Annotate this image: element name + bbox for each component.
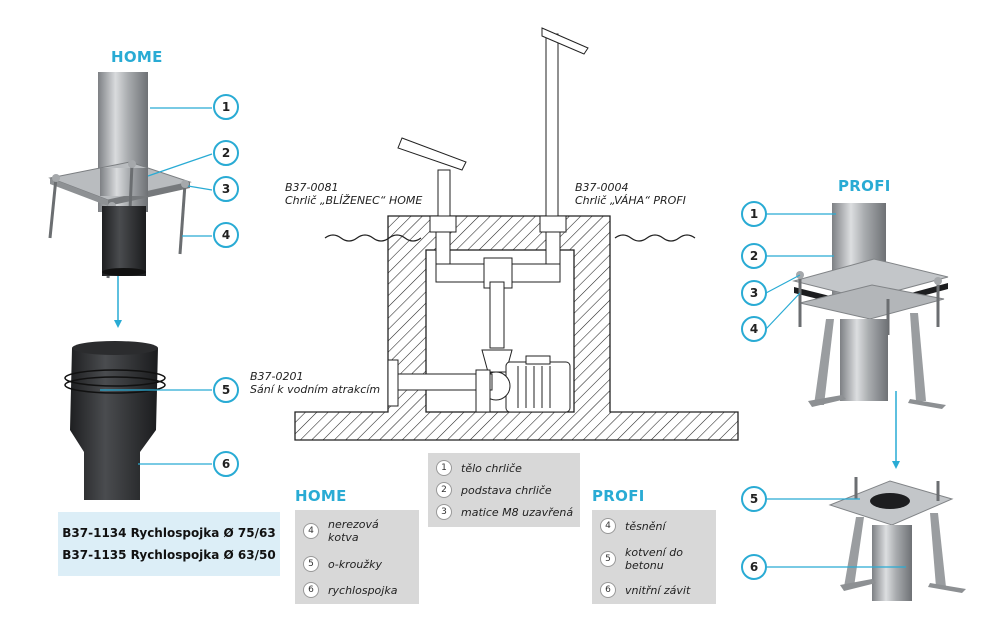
profi-legend-item-5: 5 kotvení do betonu xyxy=(600,546,691,572)
profi-legend-item-6: 6 vnitřní závit xyxy=(600,582,690,598)
home-code-2: B37-1135 Rychlospojka Ø 63/50 xyxy=(62,548,276,562)
profi-title: PROFI xyxy=(838,177,891,195)
profi-legend-text-5: kotvení do betonu xyxy=(625,546,683,572)
center-legend-num-1: 1 xyxy=(436,460,452,476)
center-legend-text-2: podstava chrliče xyxy=(461,483,552,497)
profi-legend-text-6: vnitřní závit xyxy=(625,583,691,597)
profi-legend-text-4: těsnění xyxy=(625,519,666,533)
label-profi-spout: B37-0004 Chrlič „VÁHA“ PROFI xyxy=(575,181,686,207)
home-callout-2: 2 xyxy=(213,140,239,166)
center-legend-num-3: 3 xyxy=(436,504,452,520)
center-legend-item-2: 2 podstava chrliče xyxy=(436,482,552,498)
label-profi-name: Chrlič „VÁHA“ PROFI xyxy=(575,194,686,207)
center-legend-text-3: matice M8 uzavřená xyxy=(461,505,574,519)
profi-callout-3: 3 xyxy=(741,280,767,306)
profi-callout-4: 4 xyxy=(741,316,767,342)
home-legend-item-5: 5 o-kroužky xyxy=(303,556,382,572)
profi-callout-2: 2 xyxy=(741,243,767,269)
label-home-name: Chrlič „BLÍŽENEC“ HOME xyxy=(285,194,423,207)
home-legend-item-4: 4 nerezová kotva xyxy=(303,518,394,544)
profi-callout-5: 5 xyxy=(741,486,767,512)
label-profi-code: B37-0004 xyxy=(575,181,629,194)
profi-legend-num-5: 5 xyxy=(600,551,616,567)
home-legend-item-6: 6 rychlospojka xyxy=(303,582,397,598)
label-suction-name: Sání k vodním atrakcím xyxy=(250,383,381,396)
home-title: HOME xyxy=(111,48,163,66)
home-quick-coupling xyxy=(70,348,158,500)
home-legend-text-6: rychlospojka xyxy=(328,583,398,597)
home-illustration xyxy=(48,72,213,500)
profi-illustration xyxy=(765,203,966,601)
center-diagram xyxy=(294,27,739,441)
home-codes-box: B37-1134 Rychlospojka Ø 75/63 B37-1135 R… xyxy=(58,512,280,576)
home-code-1: B37-1134 Rychlospojka Ø 75/63 xyxy=(62,526,276,540)
home-callout-3: 3 xyxy=(213,176,239,202)
label-suction: B37-0201 Sání k vodním atrakcím xyxy=(250,370,380,396)
home-callout-4: 4 xyxy=(213,222,239,248)
pump xyxy=(505,361,571,413)
center-legend: 1 tělo chrliče 2 podstava chrliče 3 mati… xyxy=(428,453,580,527)
profi-callout-1: 1 xyxy=(741,201,767,227)
profi-legend-num-6: 6 xyxy=(600,582,616,598)
home-legend-text-4: nerezová kotva xyxy=(328,518,379,544)
home-legend-title: HOME xyxy=(295,487,347,505)
home-callout-6: 6 xyxy=(213,451,239,477)
home-callout-1: 1 xyxy=(213,94,239,120)
home-legend-num-5: 5 xyxy=(303,556,319,572)
label-suction-code: B37-0201 xyxy=(250,370,304,383)
center-legend-item-1: 1 tělo chrliče xyxy=(436,460,522,476)
label-home-code: B37-0081 xyxy=(285,181,339,194)
home-legend-text-5: o-kroužky xyxy=(328,557,382,571)
profi-legend-item-4: 4 těsnění xyxy=(600,518,666,534)
profi-callout-6: 6 xyxy=(741,554,767,580)
home-legend-num-6: 6 xyxy=(303,582,319,598)
profi-legend: 4 těsnění 5 kotvení do betonu 6 vnitřní … xyxy=(592,510,716,604)
profi-legend-num-4: 4 xyxy=(600,518,616,534)
center-legend-num-2: 2 xyxy=(436,482,452,498)
center-legend-text-1: tělo chrliče xyxy=(461,461,522,475)
label-home-spout: B37-0081 Chrlič „BLÍŽENEC“ HOME xyxy=(285,181,422,207)
home-legend: 4 nerezová kotva 5 o-kroužky 6 rychlospo… xyxy=(295,510,419,604)
center-legend-item-3: 3 matice M8 uzavřená xyxy=(436,504,573,520)
home-legend-num-4: 4 xyxy=(303,523,319,539)
profi-legend-title: PROFI xyxy=(592,487,645,505)
home-callout-5: 5 xyxy=(213,377,239,403)
